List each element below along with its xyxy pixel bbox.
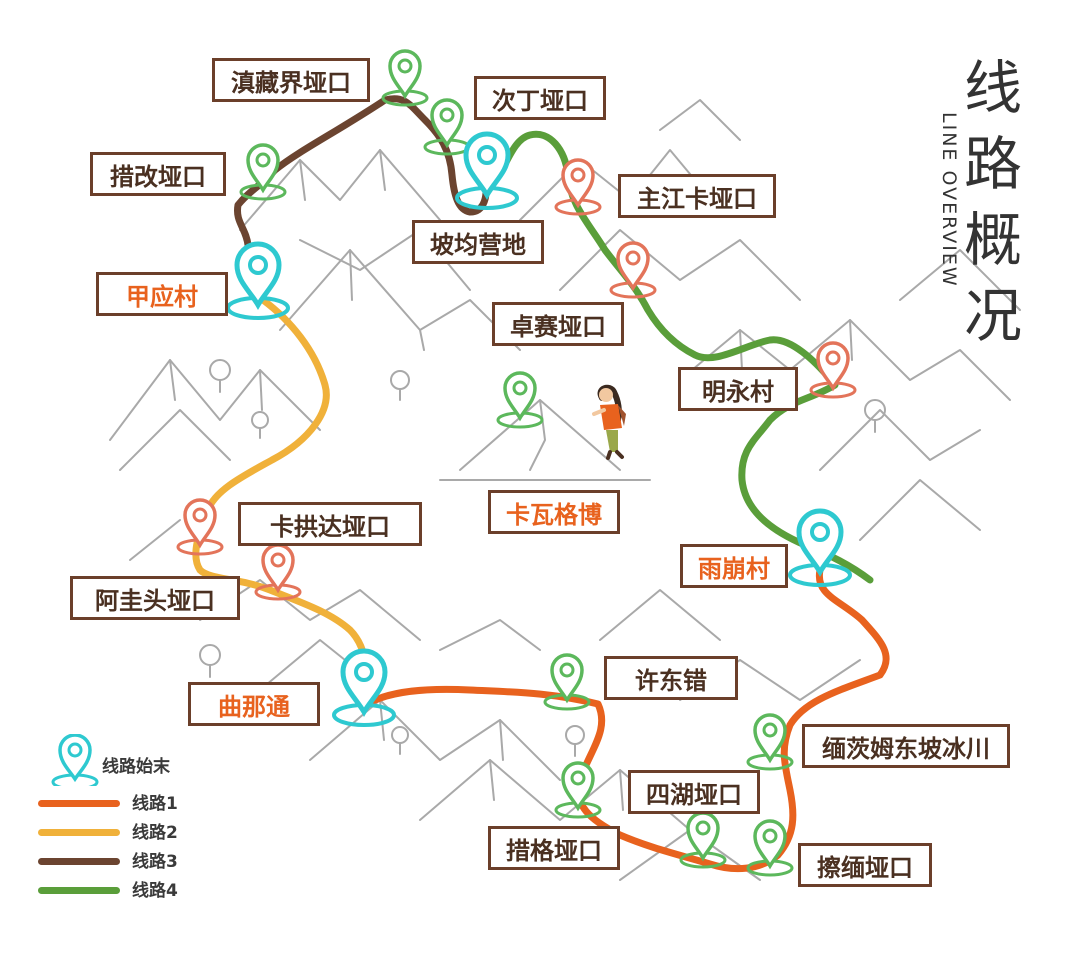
legend-label-route1: 线路1	[132, 794, 178, 814]
pin-icon	[554, 158, 602, 216]
pin-icon	[554, 761, 602, 819]
label-diancangjie-pass: 滇藏界垭口	[212, 58, 370, 102]
label-yubeng-village: 雨崩村	[680, 544, 788, 588]
legend-swatch-route1	[38, 800, 120, 807]
endpoint-pin-icon	[457, 134, 517, 208]
label-zhuosai-pass: 卓赛垭口	[492, 302, 624, 346]
legend-item-route4: 线路4	[36, 877, 236, 905]
label-xudongcuo: 许东错	[604, 656, 738, 700]
pin-icon	[496, 371, 544, 429]
endpoint-pin-icon	[334, 651, 394, 725]
legend-item-route3: 线路3	[36, 848, 236, 876]
endpoint-pin-icon	[790, 511, 850, 585]
legend-label-route4: 线路4	[132, 881, 178, 901]
legend-label-endpoint: 线路始末	[102, 757, 170, 777]
legend: 线路始末 线路1 线路2 线路3 线路4	[36, 734, 236, 906]
hiker-illustration	[592, 384, 626, 460]
legend-item-endpoint: 线路始末	[36, 734, 236, 786]
route-1-path	[361, 566, 890, 873]
endpoint-pin-icon	[51, 734, 99, 786]
label-kawagebo: 卡瓦格博	[488, 490, 620, 534]
map-subtitle: LINE OVERVIEW	[938, 112, 960, 288]
label-aguitou-pass: 阿圭头垭口	[70, 576, 240, 620]
label-pojun-camp: 坡均营地	[412, 220, 544, 264]
label-qunatong: 曲那通	[188, 682, 320, 726]
pin-icon	[176, 498, 224, 556]
label-camian-pass: 擦缅垭口	[798, 843, 932, 887]
label-jiaying-village: 甲应村	[96, 272, 228, 316]
label-miancimudong-glacier: 缅茨姆东坡冰川	[802, 724, 1010, 768]
legend-label-route2: 线路2	[132, 823, 178, 843]
label-mingyong-village: 明永村	[678, 367, 798, 411]
label-zhujiangka-pass: 主江卡垭口	[618, 174, 776, 218]
legend-item-route2: 线路2	[36, 819, 236, 847]
legend-label-route3: 线路3	[132, 852, 178, 872]
legend-swatch-route3	[38, 858, 120, 865]
label-cuoge-pass: 措格垭口	[488, 826, 620, 870]
label-ciding-pass: 次丁垭口	[474, 76, 606, 120]
label-sihu-pass: 四湖垭口	[628, 770, 760, 814]
map-title: 线路概况	[963, 54, 1022, 350]
legend-item-route1: 线路1	[36, 790, 236, 818]
label-cuogai-pass: 措改垭口	[90, 152, 226, 196]
label-kagongda-pass: 卡拱达垭口	[238, 502, 422, 546]
legend-swatch-route2	[38, 829, 120, 836]
legend-swatch-route4	[38, 887, 120, 894]
endpoint-pin-icon	[228, 244, 288, 318]
